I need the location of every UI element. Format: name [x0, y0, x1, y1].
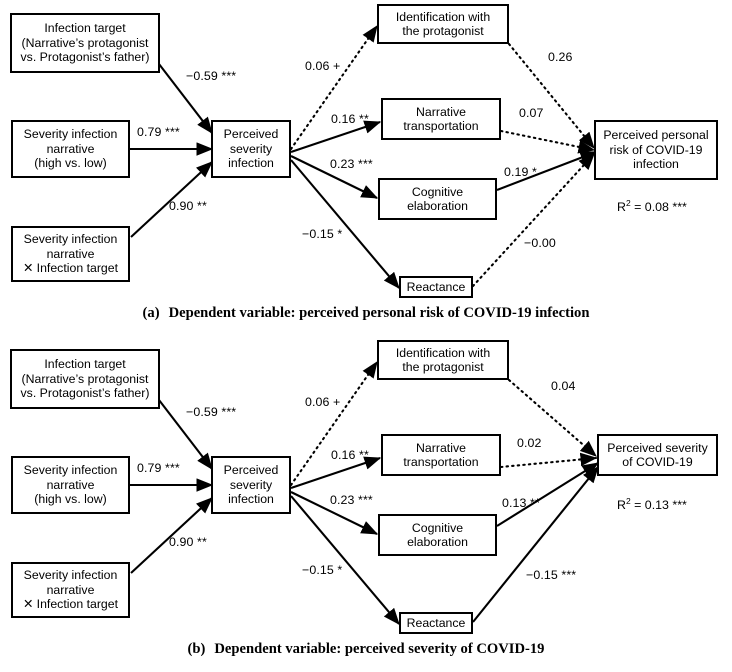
edge-perceived-severity-to-reactance — [290, 495, 400, 625]
caption-panel-a: (a) Dependent variable: perceived persona… — [0, 305, 732, 322]
edge-reactance-to-outcome — [471, 152, 596, 288]
r-squared-exponent: 2 — [625, 198, 631, 208]
node-cognitive-elaboration: Cognitive elaboration — [378, 514, 497, 556]
node-interaction-term-label: Severity infection narrative ✕ Infection… — [22, 568, 119, 612]
node-outcome: Perceived personal risk of COVID-19 infe… — [594, 120, 718, 180]
node-perceived-severity-infection: Perceived severity infection — [211, 456, 291, 514]
edge-label-interaction: 0.90 ** — [169, 535, 207, 549]
edge-perceived-severity-to-cognitive-elaboration — [290, 491, 379, 535]
caption-panel-b-text: Dependent variable: perceived severity o… — [214, 641, 545, 657]
node-cognitive-elaboration-label: Cognitive elaboration — [407, 520, 468, 550]
node-interaction-term: Severity infection narrative ✕ Infection… — [11, 226, 130, 282]
edge-identification-to-outcome — [507, 378, 598, 458]
node-severity-narrative: Severity infection narrative (high vs. l… — [11, 456, 130, 514]
node-identification-label: Identification with the protagonist — [395, 9, 491, 39]
node-infection-target: Infection target (Narrative’s protagonis… — [10, 13, 160, 73]
panel-b-edges — [130, 360, 600, 625]
edge-label-severity-narrative: 0.79 *** — [137, 461, 180, 475]
caption-panel-b-label: (b) — [187, 641, 206, 657]
edge-label-cognitive-elaboration-path: 0.23 *** — [330, 157, 373, 171]
node-identification: Identification with the protagonist — [377, 4, 509, 44]
edge-label-reactance-to-outcome: −0.15 *** — [526, 568, 577, 582]
node-narrative-transportation: Narrative transportation — [381, 434, 501, 476]
node-reactance: Reactance — [399, 276, 473, 298]
edge-label-reactance-path: −0.15 * — [302, 227, 343, 241]
node-identification-label: Identification with the protagonist — [395, 345, 491, 375]
edge-reactance-to-outcome — [472, 466, 599, 623]
edge-infection-target-to-perceived-severity — [158, 399, 213, 470]
r-squared-prefix: R — [617, 498, 626, 513]
edge-label-elaboration-to-outcome: 0.13 ** — [502, 496, 540, 510]
node-severity-narrative: Severity infection narrative (high vs. l… — [11, 120, 130, 178]
r-squared-panel-a: R2 = 0.08 *** — [617, 198, 687, 214]
edge-infection-target-to-perceived-severity — [158, 63, 213, 134]
edge-label-narrative-transportation-path: 0.16 ** — [331, 112, 369, 126]
node-interaction-term: Severity infection narrative ✕ Infection… — [11, 562, 130, 618]
edge-narrative-transportation-to-outcome — [499, 129, 596, 154]
edge-label-identification-path: 0.06 + — [305, 59, 341, 73]
edge-identification-to-outcome — [507, 42, 596, 150]
edge-label-identification-to-outcome: 0.04 — [551, 379, 576, 393]
node-reactance-label: Reactance — [406, 615, 466, 630]
node-reactance-label: Reactance — [406, 279, 466, 294]
node-outcome-label: Perceived personal risk of COVID-19 infe… — [603, 128, 709, 172]
edge-label-elaboration-to-outcome: 0.19 * — [504, 165, 537, 179]
edge-cognitive-elaboration-to-outcome — [496, 462, 600, 527]
node-interaction-term-label: Severity infection narrative ✕ Infection… — [22, 232, 119, 276]
edge-perceived-severity-to-narrative-transportation — [290, 456, 382, 489]
r-squared-exponent: 2 — [625, 496, 631, 506]
node-perceived-severity-infection-label: Perceived severity infection — [223, 463, 279, 507]
edge-perceived-severity-to-cognitive-elaboration — [290, 155, 379, 199]
node-perceived-severity-infection-label: Perceived severity infection — [223, 127, 279, 171]
edge-label-interaction: 0.90 ** — [169, 199, 207, 213]
r-squared-panel-b: R2 = 0.13 *** — [617, 496, 687, 512]
edge-label-transportation-to-outcome: 0.02 — [517, 436, 542, 450]
caption-panel-b: (b) Dependent variable: perceived severit… — [0, 641, 732, 658]
edge-label-identification-to-outcome: 0.26 — [548, 50, 573, 64]
edge-label-cognitive-elaboration-path: 0.23 *** — [330, 493, 373, 507]
edge-interaction-to-perceived-severity — [130, 161, 213, 238]
edge-label-infection-target: −0.59 *** — [186, 405, 237, 419]
edge-label-infection-target: −0.59 *** — [186, 69, 237, 83]
r-squared-value: = 0.13 *** — [630, 498, 687, 513]
node-reactance: Reactance — [399, 612, 473, 634]
edge-perceived-severity-to-identification — [289, 24, 379, 151]
node-cognitive-elaboration: Cognitive elaboration — [378, 178, 497, 220]
node-narrative-transportation-label: Narrative transportation — [403, 104, 479, 134]
edge-label-reactance-path: −0.15 * — [302, 563, 343, 577]
path-diagram-panel-a: Infection target (Narrative’s protagonis… — [0, 0, 732, 332]
node-severity-narrative-label: Severity infection narrative (high vs. l… — [23, 127, 118, 171]
panel-a-edges — [130, 24, 598, 289]
node-outcome-label: Perceived severity of COVID-19 — [607, 440, 708, 470]
edge-label-severity-narrative: 0.79 *** — [137, 125, 180, 139]
edge-perceived-severity-to-narrative-transportation — [290, 120, 382, 153]
edge-perceived-severity-to-reactance — [290, 159, 400, 289]
path-diagram-panel-b: Infection target (Narrative’s protagonis… — [0, 336, 732, 672]
node-infection-target-label: Infection target (Narrative’s protagonis… — [20, 357, 150, 401]
node-cognitive-elaboration-label: Cognitive elaboration — [407, 184, 468, 214]
node-narrative-transportation: Narrative transportation — [381, 98, 501, 140]
r-squared-value: = 0.08 *** — [630, 200, 687, 215]
r-squared-prefix: R — [617, 200, 626, 215]
edge-perceived-severity-to-identification — [289, 360, 379, 487]
node-perceived-severity-infection: Perceived severity infection — [211, 120, 291, 178]
edge-label-reactance-to-outcome: −0.00 — [524, 236, 556, 250]
edge-label-narrative-transportation-path: 0.16 ** — [331, 448, 369, 462]
node-infection-target-label: Infection target (Narrative’s protagonis… — [20, 21, 150, 65]
node-narrative-transportation-label: Narrative transportation — [403, 440, 479, 470]
node-identification: Identification with the protagonist — [377, 340, 509, 380]
node-infection-target: Infection target (Narrative’s protagonis… — [10, 349, 160, 409]
edge-narrative-transportation-to-outcome — [499, 452, 598, 469]
edge-interaction-to-perceived-severity — [130, 497, 213, 574]
caption-panel-a-text: Dependent variable: perceived personal r… — [168, 305, 590, 321]
edge-label-identification-path: 0.06 + — [305, 395, 341, 409]
caption-panel-a-label: (a) — [142, 305, 160, 321]
edge-label-transportation-to-outcome: 0.07 — [519, 106, 544, 120]
node-outcome: Perceived severity of COVID-19 — [597, 434, 718, 476]
node-severity-narrative-label: Severity infection narrative (high vs. l… — [23, 463, 118, 507]
